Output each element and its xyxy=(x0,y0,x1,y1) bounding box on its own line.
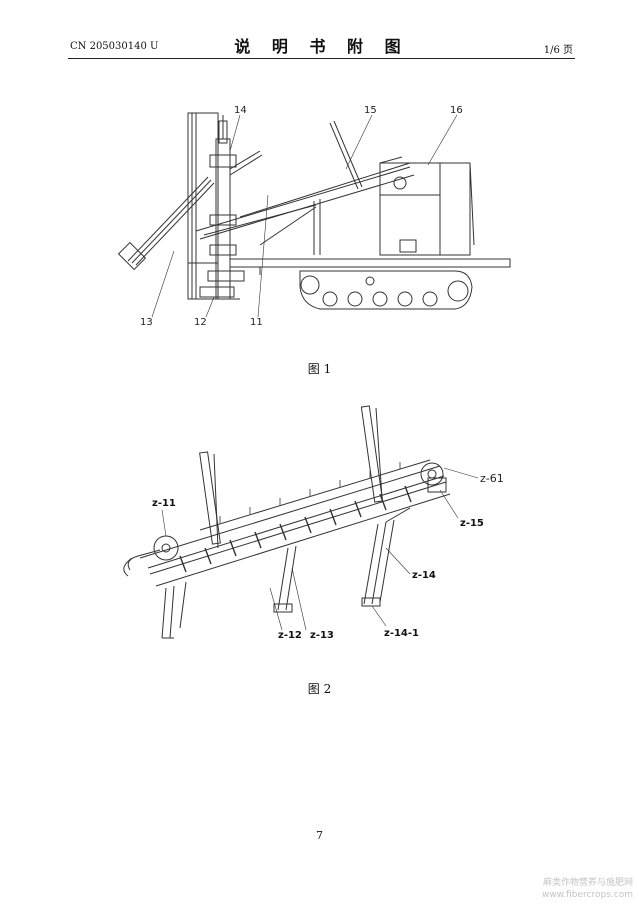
page-count: 1/6 页 xyxy=(543,45,573,56)
fig2-label-z-15: z-15 xyxy=(460,518,484,529)
figure-1-caption: 图 1 xyxy=(307,362,332,376)
figure-1-drawing: 14 15 16 13 12 11 xyxy=(117,105,511,328)
fig2-label-z-12: z-12 xyxy=(278,630,302,641)
fig2-label-z-61: z-61 xyxy=(480,472,504,485)
fig2-label-z-14-1: z-14-1 xyxy=(384,628,419,639)
header-rule xyxy=(68,58,575,59)
fig2-label-z-14: z-14 xyxy=(412,570,436,581)
fig1-label-16: 16 xyxy=(450,105,463,116)
fig1-label-14: 14 xyxy=(234,105,247,116)
fig1-label-11: 11 xyxy=(250,317,263,328)
fig2-label-z-11: z-11 xyxy=(152,498,176,509)
watermark: 麻类作物营养与施肥网 www.fibercrops.com xyxy=(542,877,633,901)
watermark-url: www.fibercrops.com xyxy=(542,890,633,900)
fig1-label-12: 12 xyxy=(194,317,207,328)
figure-2-caption: 图 2 xyxy=(307,682,332,696)
patent-number: CN 205030140 U xyxy=(70,41,159,52)
fig2-label-z-13: z-13 xyxy=(310,630,334,641)
page-header: CN 205030140 U 说 明 书 附 图 1/6 页 xyxy=(70,33,573,57)
figure-2-drawing: z-11 z-61 z-15 z-14 z-12 z-13 z-14-1 xyxy=(123,405,504,641)
page-number: 7 xyxy=(316,829,323,842)
fig1-label-13: 13 xyxy=(140,317,153,328)
page-title: 说 明 书 附 图 xyxy=(234,37,409,56)
watermark-name: 麻类作物营养与施肥网 xyxy=(542,878,633,888)
fig1-label-15: 15 xyxy=(364,105,377,116)
